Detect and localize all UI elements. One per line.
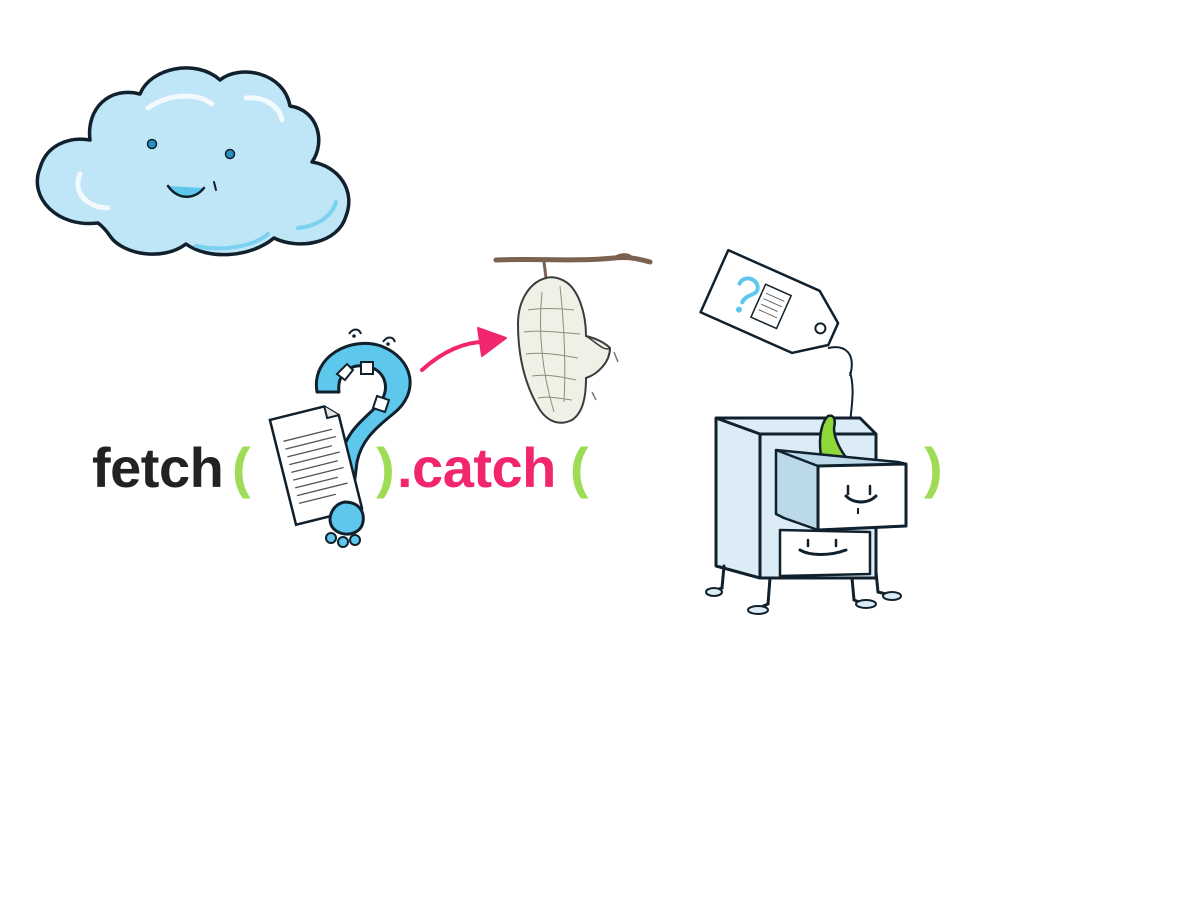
filing-cabinet-icon xyxy=(700,372,920,620)
close-paren-1: ) xyxy=(376,440,394,496)
luggage-tag-icon xyxy=(700,246,860,376)
open-paren-1: ( xyxy=(232,440,250,496)
cloud-icon xyxy=(28,58,358,263)
chrysalis-icon xyxy=(494,252,654,432)
open-paren-2: ( xyxy=(570,440,588,496)
fetch-keyword: fetch xyxy=(92,440,223,496)
catch-method: .catch xyxy=(397,440,556,496)
close-paren-2: ) xyxy=(924,440,942,496)
